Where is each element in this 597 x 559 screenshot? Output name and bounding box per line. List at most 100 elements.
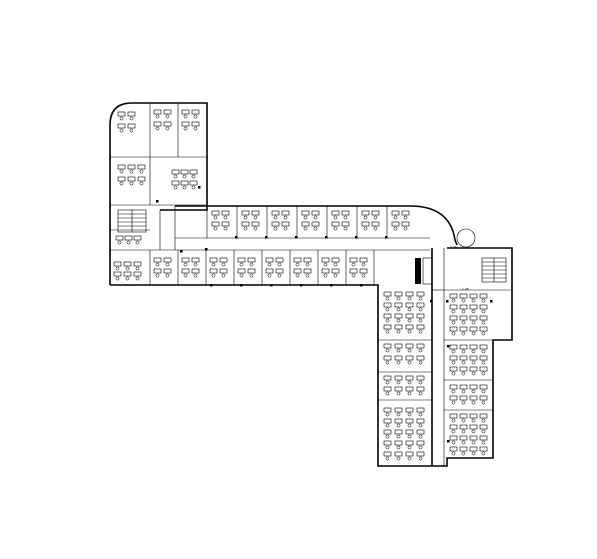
chair [407, 412, 412, 417]
chair [461, 440, 466, 445]
desk [133, 271, 142, 277]
chair [165, 114, 170, 119]
chair [155, 126, 160, 131]
desk [469, 446, 478, 452]
chair [385, 434, 390, 439]
desk [469, 424, 478, 430]
chair [249, 262, 254, 267]
desk [153, 121, 162, 127]
chair [211, 273, 216, 278]
desk [416, 375, 425, 381]
chair [418, 296, 423, 301]
chair [221, 273, 226, 278]
desk [383, 291, 392, 297]
chair [191, 185, 196, 190]
desk [405, 343, 414, 349]
desk [383, 324, 392, 330]
chair [182, 185, 187, 190]
desk [359, 257, 368, 263]
chair [182, 174, 187, 179]
chair [481, 400, 486, 405]
chair [373, 226, 378, 231]
desk [301, 210, 310, 216]
chair [117, 240, 122, 245]
desk [469, 395, 478, 401]
desk [394, 375, 403, 381]
desk [383, 440, 392, 446]
chair [155, 262, 160, 267]
desk [191, 257, 200, 263]
desk [405, 451, 414, 457]
desk [123, 261, 132, 267]
desk [394, 386, 403, 392]
desk [163, 257, 172, 263]
desk [117, 164, 126, 170]
chair [451, 349, 456, 354]
desk [189, 180, 198, 186]
desk [416, 407, 425, 413]
chair [461, 389, 466, 394]
desk [416, 313, 425, 319]
chair [451, 298, 456, 303]
chair [333, 226, 338, 231]
chair [385, 318, 390, 323]
chair [451, 371, 456, 376]
desk [394, 343, 403, 349]
desk [311, 221, 320, 227]
desk [265, 257, 274, 263]
chair [223, 226, 228, 231]
chair [471, 451, 476, 456]
desk [479, 366, 488, 372]
desk [241, 210, 250, 216]
desk [211, 210, 220, 216]
chair [393, 215, 398, 220]
desk [241, 221, 250, 227]
chair [418, 318, 423, 323]
column-marker [210, 284, 213, 287]
chair [385, 412, 390, 417]
desk [127, 164, 136, 170]
desk [383, 418, 392, 424]
chair [471, 331, 476, 336]
chair [283, 226, 288, 231]
desk [459, 446, 468, 452]
chair [471, 429, 476, 434]
chair [396, 296, 401, 301]
desk [449, 344, 458, 350]
column-marker [325, 236, 328, 239]
chair [451, 429, 456, 434]
chair [385, 329, 390, 334]
desk [449, 355, 458, 361]
desk [191, 268, 200, 274]
chair [407, 391, 412, 396]
desk [371, 221, 380, 227]
chair [183, 273, 188, 278]
chair [418, 348, 423, 353]
chair [193, 262, 198, 267]
chair [277, 262, 282, 267]
furniture-layer [113, 109, 493, 461]
desk [459, 293, 468, 299]
desk [479, 395, 488, 401]
chair [403, 226, 408, 231]
desk [469, 344, 478, 350]
chair [129, 169, 134, 174]
desk [331, 268, 340, 274]
chair [396, 307, 401, 312]
chair [481, 440, 486, 445]
chair [418, 456, 423, 461]
desk [247, 257, 256, 263]
chair [481, 298, 486, 303]
desk [237, 268, 246, 274]
desk [321, 268, 330, 274]
desk [405, 375, 414, 381]
chair [243, 215, 248, 220]
chair [418, 412, 423, 417]
desk [405, 440, 414, 446]
desk [127, 176, 136, 182]
desk [115, 235, 124, 241]
chair [481, 349, 486, 354]
chair [267, 262, 272, 267]
desk [181, 268, 190, 274]
desk [209, 257, 218, 263]
